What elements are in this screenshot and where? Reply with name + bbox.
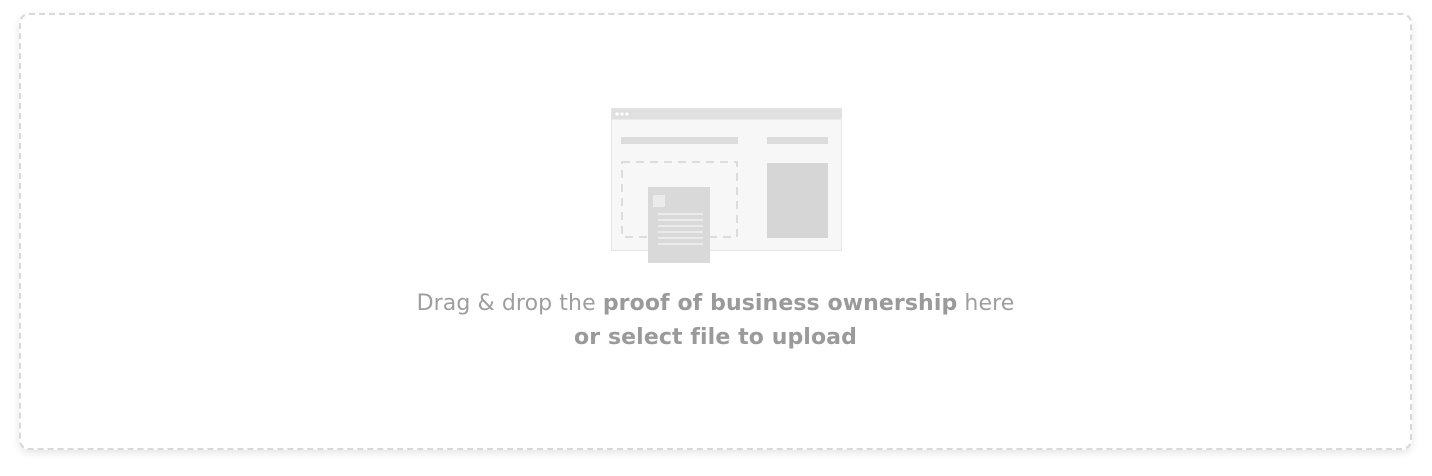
document-upload-illustration-icon xyxy=(611,108,842,263)
file-dropzone[interactable]: Drag & drop the proof of business owners… xyxy=(19,13,1412,450)
document-name: proof of business ownership xyxy=(602,291,958,316)
instruction-text-after: here xyxy=(957,291,1015,316)
upload-instructions: Drag & drop the proof of business owners… xyxy=(21,287,1410,355)
select-file-link[interactable]: or select file to upload xyxy=(574,325,857,350)
upload-instruction-line: Drag & drop the proof of business owners… xyxy=(21,287,1410,321)
instruction-text-before: Drag & drop the xyxy=(416,291,603,316)
